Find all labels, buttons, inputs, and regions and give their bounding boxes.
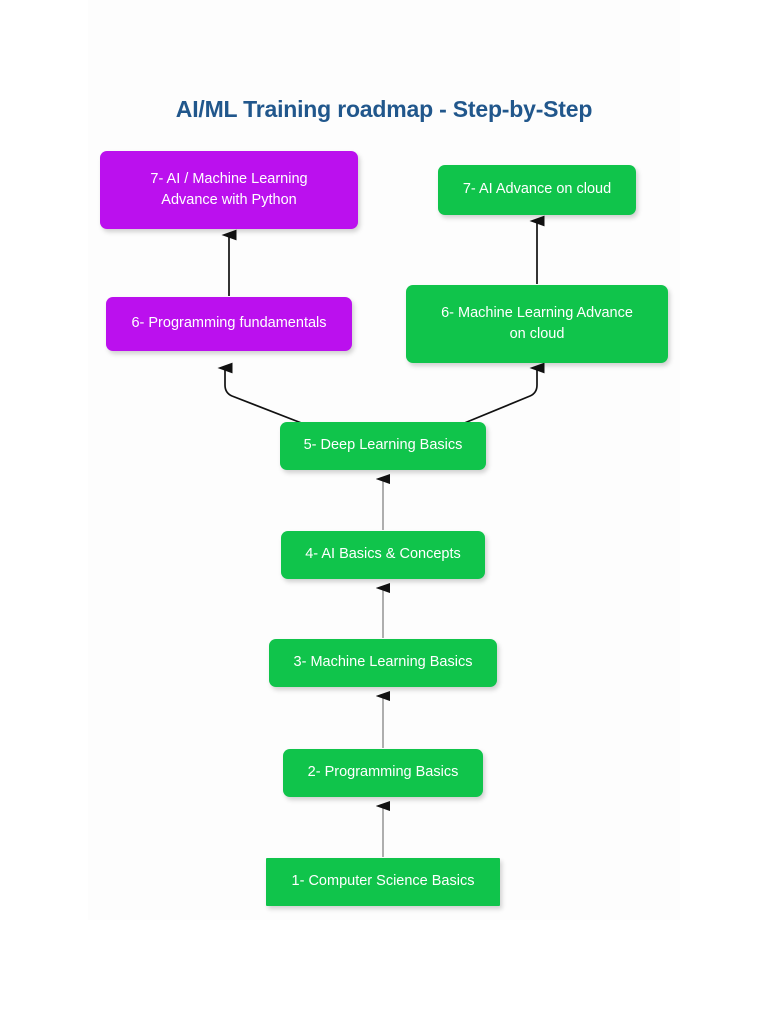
node-step-3-machine-learning-basics[interactable]: 3- Machine Learning Basics: [269, 639, 497, 687]
node-step-7-ai-ml-advance-python[interactable]: 7- AI / Machine Learning Advance with Py…: [100, 151, 358, 229]
node-label: 7- AI Advance on cloud: [462, 181, 612, 198]
node-step-6-ml-advance-cloud[interactable]: 6- Machine Learning Advance on cloud: [406, 285, 668, 363]
node-step-4-ai-basics-concepts[interactable]: 4- AI Basics & Concepts: [281, 531, 485, 579]
node-label-line-2: Advance with Python: [161, 192, 297, 208]
node-step-7-ai-advance-cloud[interactable]: 7- AI Advance on cloud: [438, 165, 636, 215]
node-label: 7- AI / Machine Learning Advance with Py…: [110, 169, 348, 211]
node-label-line-1: 7- AI / Machine Learning: [150, 170, 308, 187]
node-label: 6- Machine Learning Advance on cloud: [416, 303, 658, 345]
node-step-6-programming-fundamentals[interactable]: 6- Programming fundamentals: [106, 297, 352, 351]
node-label: 1- Computer Science Basics: [291, 873, 475, 890]
node-label: 3- Machine Learning Basics: [293, 654, 473, 671]
node-step-5-deep-learning-basics[interactable]: 5- Deep Learning Basics: [280, 422, 486, 470]
page-title: AI/ML Training roadmap - Step-by-Step: [175, 96, 593, 122]
node-step-2-programming-basics[interactable]: 2- Programming Basics: [283, 749, 483, 797]
node-label: 2- Programming Basics: [307, 764, 459, 781]
node-label-line-1: 6- Machine Learning Advance: [441, 304, 633, 321]
node-label: 6- Programming fundamentals: [131, 315, 327, 332]
node-label: 5- Deep Learning Basics: [303, 437, 463, 454]
node-step-1-computer-science-basics[interactable]: 1- Computer Science Basics: [266, 858, 500, 906]
node-label-line-2: on cloud: [509, 326, 565, 342]
node-label: 4- AI Basics & Concepts: [305, 546, 461, 563]
